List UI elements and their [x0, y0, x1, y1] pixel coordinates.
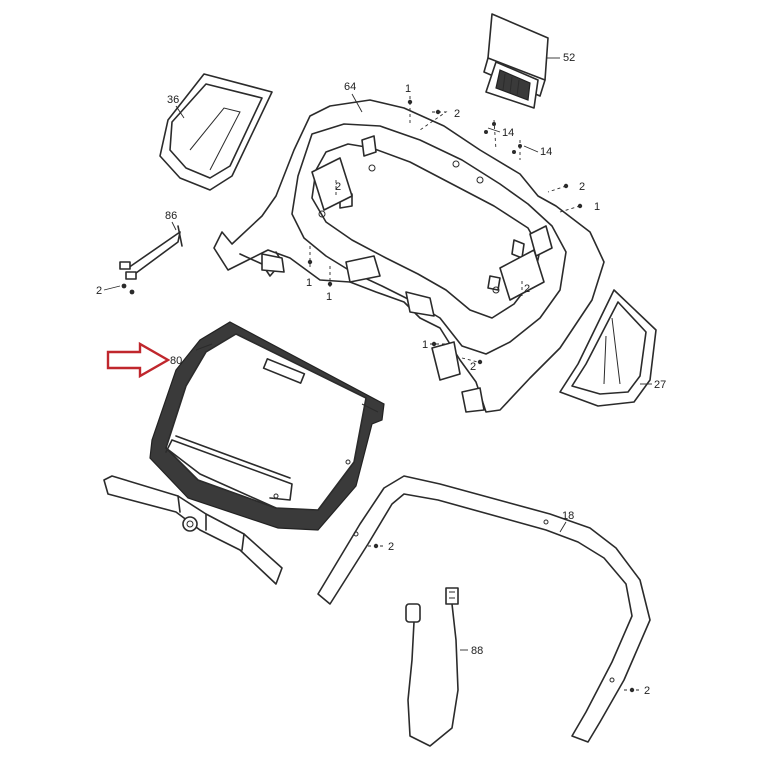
callout-64: 64	[344, 81, 356, 93]
part-86-cable	[103, 225, 183, 295]
callout-27: 27	[654, 379, 666, 391]
callout-2-top: 2	[454, 108, 460, 120]
callout-1-bottom-a: 1	[422, 339, 428, 351]
callout-36: 36	[167, 94, 179, 106]
callout-14-b: 14	[540, 146, 552, 158]
highlight-arrow	[106, 341, 171, 379]
part-18-handrail	[317, 475, 651, 743]
part-52-console-tray	[483, 13, 549, 109]
callout-18: 18	[562, 510, 574, 522]
callout-2-handrail-right: 2	[644, 685, 650, 697]
callout-14-a: 14	[502, 127, 514, 139]
callout-2-handrail-left: 2	[388, 541, 394, 553]
callout-52: 52	[563, 52, 575, 64]
callout-2-cable: 2	[96, 285, 102, 297]
callout-1-bottom-b: 2	[470, 361, 476, 373]
callout-80: 80	[170, 355, 182, 367]
part-88-wire-harness	[405, 587, 459, 747]
part-27-right-tray	[559, 289, 657, 407]
callout-2-inner-right: 2	[524, 283, 530, 295]
callout-1-lower-a: 1	[306, 277, 312, 289]
callout-86: 86	[165, 210, 177, 222]
part-80-motor-hood	[149, 321, 385, 531]
callout-2-inner-left: 2	[335, 181, 341, 193]
front-base-bar	[103, 475, 283, 585]
callout-88: 88	[471, 645, 483, 657]
callout-1-lower-b: 1	[326, 291, 332, 303]
part-36-left-tray	[159, 73, 273, 191]
callout-1-right: 1	[594, 201, 600, 213]
callout-1-top: 1	[405, 83, 411, 95]
top-screws	[307, 96, 583, 365]
callout-2-right: 2	[579, 181, 585, 193]
part-64-console-frame	[213, 99, 605, 413]
